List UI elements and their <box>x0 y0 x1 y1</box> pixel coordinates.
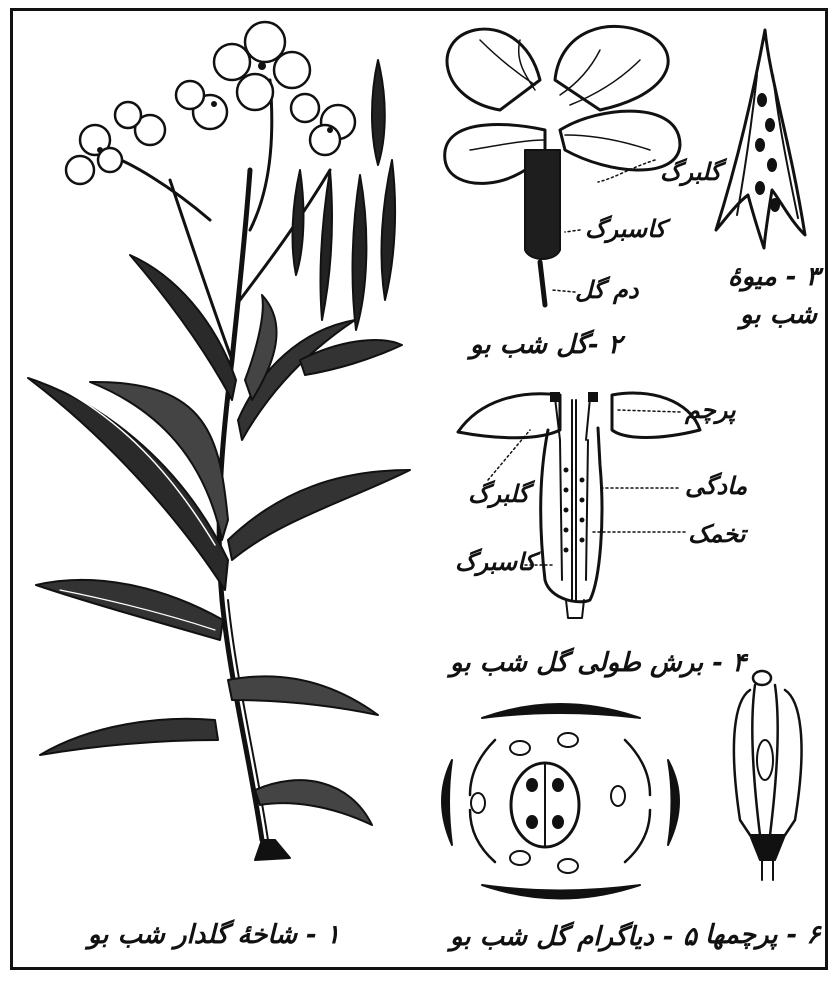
figure-4-pistil-label: مادگی <box>685 472 747 500</box>
figure-1-caption: ۱ - شاخهٔ گلدار شب بو <box>110 920 340 950</box>
flowering-branch-illustration <box>28 22 410 860</box>
figure-2-pedicel-label: دم گل <box>575 276 639 304</box>
figure-4-ovule-label: تخمک <box>688 520 746 548</box>
figure-5-caption: ۵ - دیاگرام گل شب بو <box>450 922 697 952</box>
figure-2-sepal-label: کاسبرگ <box>585 215 666 243</box>
figure-4-sepal-label: کاسبرگ <box>455 548 536 576</box>
fruit-silique-illustration <box>716 30 805 248</box>
figure-4-stamen-label: پرچم <box>685 396 736 424</box>
figure-4-petal-label: گلبرگ <box>468 480 529 508</box>
figure-6-caption: ۶ - پرچمها <box>705 920 820 950</box>
figure-3-caption-line1: ۳ - میوهٔ <box>728 262 820 292</box>
figure-4-caption: ۴ - برش طولی گل شب بو <box>450 648 746 678</box>
floral-diagram-illustration <box>442 704 679 899</box>
figure-3-caption-line2: شب بو <box>740 300 817 330</box>
figure-2-petal-label: گلبرگ <box>660 158 721 186</box>
flower-illustration <box>445 26 680 305</box>
stamens-illustration <box>734 671 802 880</box>
figure-2-caption: ۲ -گل شب بو <box>470 330 622 360</box>
